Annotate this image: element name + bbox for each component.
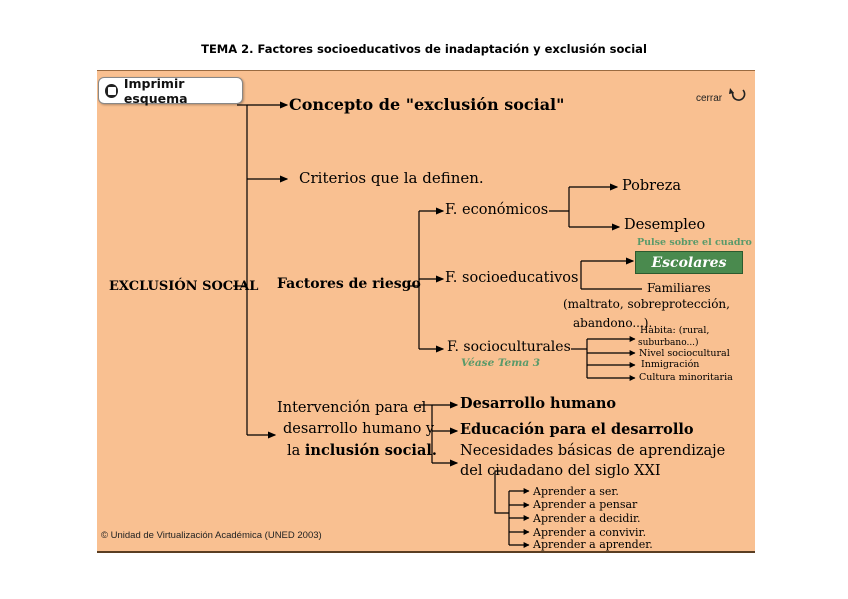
node-f-economicos: F. económicos bbox=[445, 202, 549, 218]
aprender-ser: Aprender a ser. bbox=[533, 485, 619, 498]
sociocultural-habita: Habita: (rural, bbox=[640, 325, 710, 336]
sociocultural-habita-2: suburbano...) bbox=[638, 338, 699, 348]
scheme-panel: Imprimir esquema cerrar EXCLUSIÓN SOCIAL… bbox=[97, 70, 755, 553]
connector-lines bbox=[233, 88, 746, 548]
see-tema-3: Véase Tema 3 bbox=[461, 357, 541, 369]
familiares-note-line1: (maltrato, sobreprotección, bbox=[563, 297, 730, 311]
sociocultural-cultura: Cultura minoritaria bbox=[639, 372, 733, 383]
necesidades-line2: del ciudadano del siglo XXI bbox=[460, 463, 661, 479]
escolares-button[interactable]: Escolares bbox=[635, 251, 743, 274]
aprender-aprender: Aprender a aprender. bbox=[533, 538, 653, 551]
sociocultural-inmigracion: Inmigración bbox=[641, 359, 700, 370]
close-link[interactable]: cerrar bbox=[696, 93, 723, 104]
sociocultural-nivel: Nivel sociocultural bbox=[639, 348, 730, 359]
aprender-decidir: Aprender a decidir. bbox=[533, 512, 641, 525]
print-icon bbox=[105, 83, 118, 98]
node-familiares: Familiares bbox=[647, 281, 711, 295]
node-concepto: Concepto de "exclusión social" bbox=[289, 95, 565, 114]
pulse-hint: Pulse sobre el cuadro bbox=[637, 237, 752, 248]
node-educacion-desarrollo: Educación para el desarrollo bbox=[460, 421, 694, 438]
node-desempleo: Desempleo bbox=[624, 217, 706, 233]
page-title: TEMA 2. Factores socioeducativos de inad… bbox=[201, 42, 647, 56]
copyright-footer: © Unidad de Virtualización Académica (UN… bbox=[101, 530, 322, 541]
intervencion-line1: Intervención para el bbox=[277, 400, 427, 416]
aprender-pensar: Aprender a pensar bbox=[533, 498, 638, 511]
print-scheme-label: Imprimir esquema bbox=[123, 75, 188, 106]
node-f-socioculturales: F. socioculturales bbox=[447, 339, 571, 355]
intervencion-line2: desarrollo humano y bbox=[283, 421, 435, 437]
node-criterios: Criterios que la definen. bbox=[299, 169, 484, 187]
refresh-close-icon[interactable] bbox=[729, 88, 746, 101]
node-pobreza: Pobreza bbox=[622, 178, 681, 194]
intervencion-line3: la inclusión social. bbox=[287, 442, 437, 459]
necesidades-line1: Necesidades básicas de aprendizaje bbox=[460, 443, 726, 459]
intervencion-line3-prefix: la bbox=[287, 443, 305, 459]
node-desarrollo-humano: Desarrollo humano bbox=[460, 395, 617, 412]
aprender-convivir: Aprender a convivir. bbox=[533, 526, 647, 539]
familiares-note-line2: abandono...). bbox=[573, 316, 653, 330]
intervencion-line3-bold: inclusión social. bbox=[304, 442, 437, 459]
node-factores-riesgo: Factores de riesgo bbox=[277, 276, 421, 292]
node-f-socioeducativos: F. socioeducativos bbox=[445, 270, 579, 286]
print-scheme-button[interactable]: Imprimir esquema bbox=[98, 75, 243, 106]
root-node-label: EXCLUSIÓN SOCIAL bbox=[109, 279, 259, 294]
